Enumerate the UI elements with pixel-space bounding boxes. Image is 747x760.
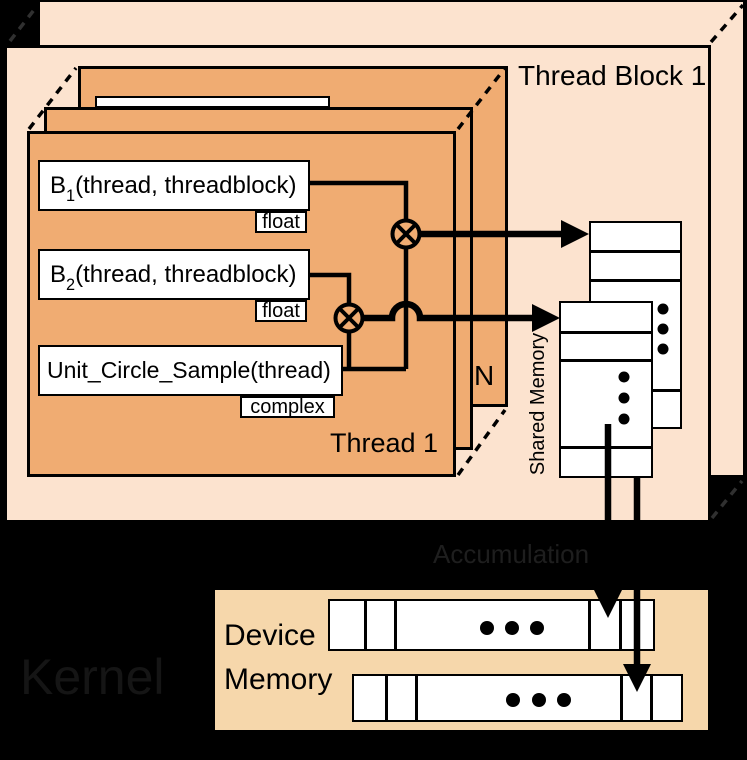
- type-tag-unit: complex: [240, 396, 335, 418]
- device-memory-array-1: [328, 599, 655, 651]
- accumulation-label: Accumulation: [433, 539, 590, 569]
- thread-block-title: Thread Block 1: [518, 60, 707, 91]
- cell-divider: [588, 601, 591, 649]
- cell-divider: [591, 279, 680, 282]
- cell-divider: [385, 676, 388, 720]
- cell-divider: [561, 331, 651, 334]
- cell-divider: [561, 446, 651, 449]
- cell-divider: [620, 676, 623, 720]
- cell-divider: [650, 676, 653, 720]
- thread-title: Thread 1: [330, 428, 439, 458]
- device-memory-array-2: [352, 674, 683, 722]
- cell-divider: [415, 676, 418, 720]
- variable-unit-label: Unit_Circle_Sample(thread): [47, 357, 331, 383]
- cell-divider: [619, 601, 622, 649]
- type-tag-b1-label: float: [262, 210, 300, 233]
- shared-memory-array-front: [559, 301, 653, 478]
- type-tag-b2: float: [255, 300, 307, 322]
- device-memory-label: Device Memory: [224, 614, 332, 702]
- variable-box-b2: B2(thread, threadblock): [38, 249, 310, 300]
- thread-count-label: N: [474, 360, 495, 391]
- cell-divider: [591, 250, 680, 253]
- type-tag-b2-label: float: [262, 299, 300, 322]
- cell-divider: [561, 359, 651, 362]
- cell-divider: [394, 601, 397, 649]
- variable-b2-label: B2(thread, threadblock): [50, 260, 297, 295]
- type-tag-b1: float: [255, 211, 307, 233]
- cell-divider: [364, 601, 367, 649]
- variable-box-unit-circle-sample: Unit_Circle_Sample(thread): [38, 345, 343, 396]
- device-memory-label-line2: Memory: [224, 663, 333, 696]
- variable-box-b1: B1(thread, threadblock): [38, 160, 310, 211]
- shared-memory-label: Shared Memory: [527, 332, 549, 476]
- depth-dash-block-bottomright: [710, 479, 744, 520]
- kernel-label: Kernel: [20, 649, 165, 705]
- variable-b1-label: B1(thread, threadblock): [50, 171, 297, 206]
- depth-dash-block-topleft: [8, 4, 39, 43]
- type-tag-unit-label: complex: [250, 395, 325, 418]
- device-memory-label-line1: Device: [224, 619, 316, 652]
